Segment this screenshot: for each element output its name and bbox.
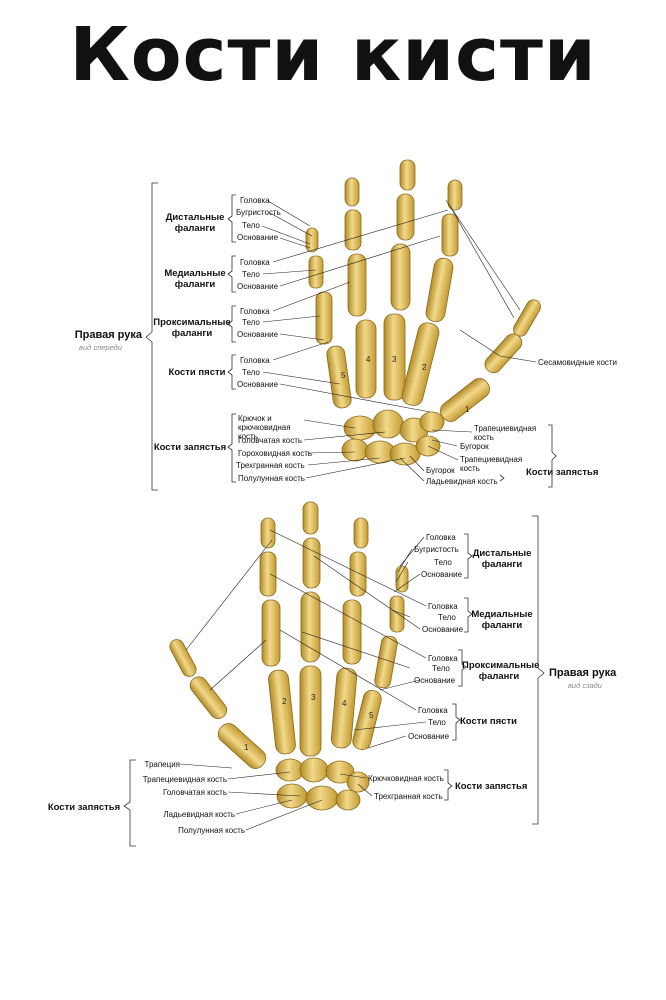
front-number-3: 3 [392, 355, 397, 364]
back-number-1: 1 [244, 743, 249, 752]
back-distal-base: Основание [421, 570, 462, 579]
back-side-subtitle: вид сзади [568, 681, 602, 690]
front-right-carpal-tip [500, 475, 504, 481]
back-proximal-base: Основание [414, 676, 455, 685]
back-triquetrum: Трехгранная кость [374, 792, 443, 801]
page-title: Кости кисти [0, 18, 666, 92]
front-number-4: 4 [366, 355, 371, 364]
front-distal-base: Основание [237, 233, 278, 242]
back-trapezium: Трапеция [100, 760, 180, 769]
back-carpals [276, 758, 369, 810]
front-right-carpal-group: Кости запястья [526, 467, 598, 478]
front-number-5: 5 [341, 371, 346, 380]
front-metacarpal-body: Тело [242, 368, 260, 377]
front-metacarpal-group: Кости пясти [164, 367, 230, 378]
back-proximal-head: Головка [428, 654, 458, 663]
back-distal-body: Тело [434, 558, 452, 567]
back-proximal-group: Проксимальные фаланги [462, 660, 536, 682]
back-hamate: Крючковидная кость [368, 774, 444, 783]
front-little-finger [306, 228, 352, 409]
front-ring-finger [345, 178, 376, 398]
back-number-5: 5 [369, 711, 374, 720]
front-sesamoid: Сесамовидные кости [538, 358, 617, 367]
back-distal-group: Дистальные фаланги [472, 548, 532, 570]
front-medial-group: Медиальные фаланги [160, 268, 230, 290]
front-carpals [342, 410, 444, 465]
front-capitate: Головчатая кость [238, 436, 302, 445]
back-metacarpal-group: Кости пясти [460, 716, 517, 727]
back-metacarpal-body: Тело [428, 718, 446, 727]
front-triquetrum: Трехгранная кость [236, 461, 305, 470]
back-medial-body: Тело [438, 613, 456, 622]
back-left-carpal-group: Кости запястья [44, 802, 124, 813]
back-lunate: Полулунная кость [100, 826, 245, 835]
back-number-2: 2 [282, 697, 287, 706]
front-number-1: 1 [465, 405, 470, 414]
front-tubercle: Бугорок [460, 442, 489, 451]
back-medial-base: Основание [422, 625, 463, 634]
back-thumb [167, 637, 269, 772]
back-metacarpal-head: Головка [418, 706, 448, 715]
front-proximal-group: Проксимальные фаланги [152, 317, 232, 339]
front-distal-tuberosity: Бугристость [236, 208, 281, 217]
front-scaphoid: Ладьевидная кость [426, 477, 498, 486]
back-right-carpal-group: Кости запястья [455, 781, 527, 792]
front-side-subtitle: вид спереди [60, 343, 122, 352]
back-metacarpal-bracket [452, 704, 460, 740]
back-trapezoid: Трапециевидная кость [100, 775, 227, 784]
back-medial-head: Головка [428, 602, 458, 611]
front-lunate: Полулунная кость [238, 474, 305, 483]
back-side-title: Правая рука [549, 667, 616, 679]
front-medial-body: Тело [242, 270, 260, 279]
back-metacarpal-base: Основание [408, 732, 449, 741]
front-hand [306, 160, 543, 465]
front-medial-base: Основание [237, 282, 278, 291]
front-metacarpal-base: Основание [237, 380, 278, 389]
front-distal-group: Дистальные фаланги [160, 212, 230, 234]
back-middle-finger [300, 502, 321, 756]
front-metacarpal-head: Головка [240, 356, 270, 365]
front-pisiform: Гороховидная кость [238, 449, 312, 458]
front-distal-head: Головка [240, 196, 270, 205]
back-distal-tuberosity: Бугристость [414, 545, 459, 554]
back-right-carpal-bracket [444, 770, 452, 800]
front-thumb [437, 297, 543, 425]
back-capitate: Головчатая кость [100, 788, 227, 797]
back-number-4: 4 [342, 699, 347, 708]
back-hand [167, 502, 408, 810]
front-trapezoid: Трапециевидная кость [474, 424, 546, 442]
front-proximal-body: Тело [242, 318, 260, 327]
front-medial-head: Головка [240, 258, 270, 267]
back-distal-bracket [464, 534, 472, 578]
back-proximal-body: Тело [432, 664, 450, 673]
front-proximal-head: Головка [240, 307, 270, 316]
front-side-title: Правая рука [60, 329, 142, 341]
back-medial-group: Медиальные фаланги [470, 609, 534, 631]
front-distal-body: Тело [242, 221, 260, 230]
front-carpal-group: Кости запястья [150, 442, 230, 453]
back-distal-head: Головка [426, 533, 456, 542]
front-trapezium: Трапециевидная кость [460, 455, 532, 473]
front-proximal-base: Основание [237, 330, 278, 339]
front-number-2: 2 [422, 363, 427, 372]
back-number-3: 3 [311, 693, 316, 702]
front-tubercle-2: Бугорок [426, 466, 455, 475]
